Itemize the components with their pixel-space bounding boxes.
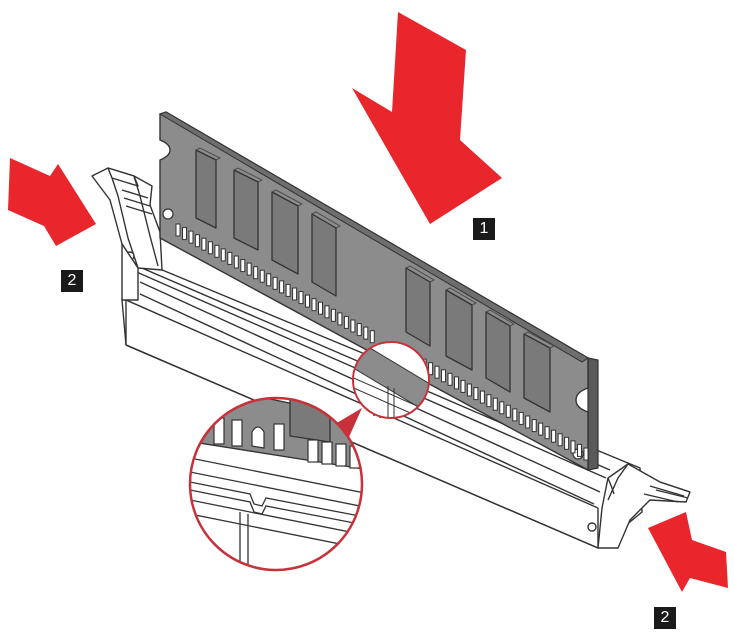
contact-finger	[577, 443, 582, 457]
contact-finger	[227, 251, 233, 265]
contact-finger	[363, 326, 369, 340]
contact-finger	[188, 230, 194, 244]
contact-finger	[505, 404, 511, 418]
contact-finger	[279, 280, 285, 294]
contact-finger	[292, 287, 298, 301]
contact-finger	[240, 259, 246, 273]
contact-finger	[201, 237, 207, 251]
contact-finger	[214, 244, 220, 258]
contact-finger	[311, 298, 317, 312]
contact-finger	[272, 276, 278, 290]
contact-finger	[194, 234, 200, 248]
step-1-badge: 1	[473, 218, 495, 240]
contact-finger	[233, 255, 239, 269]
contact-finger	[460, 379, 466, 393]
contact-finger	[512, 408, 518, 422]
contact-finger	[473, 387, 479, 401]
contact-finger	[518, 411, 524, 425]
step-2-badge-right: 2	[654, 607, 676, 629]
right-latch	[587, 463, 691, 549]
contact-finger	[466, 383, 472, 397]
contact-finger	[182, 227, 187, 241]
contact-finger	[434, 365, 440, 379]
right-arrow-icon	[8, 158, 96, 246]
contact-finger	[583, 447, 589, 461]
left-arrow-icon	[648, 512, 728, 592]
contact-finger	[356, 323, 362, 337]
contact-finger	[337, 312, 343, 326]
contact-finger	[525, 415, 531, 429]
contact-finger	[531, 419, 537, 433]
contact-finger	[285, 283, 291, 297]
contact-finger	[324, 305, 330, 319]
contact-finger	[538, 422, 544, 436]
contact-finger	[350, 319, 356, 333]
down-arrow-icon	[352, 12, 502, 224]
contact-finger	[447, 372, 453, 386]
contact-finger	[298, 291, 304, 305]
contact-finger	[441, 369, 446, 383]
contact-finger	[266, 273, 272, 287]
contact-finger	[305, 294, 310, 308]
contact-finger	[492, 397, 498, 411]
contact-finger	[564, 436, 570, 450]
contact-finger	[499, 401, 505, 415]
step-2-badge-left: 2	[61, 270, 83, 292]
contact-finger	[175, 223, 181, 237]
contact-finger	[557, 433, 563, 447]
notch-highlight	[352, 341, 430, 419]
contact-finger	[318, 301, 323, 315]
contact-finger	[207, 241, 213, 255]
dram-chips	[195, 149, 551, 413]
contact-finger	[369, 330, 375, 344]
contact-finger	[343, 315, 349, 329]
contact-finger	[330, 308, 336, 322]
contact-finger	[454, 376, 459, 390]
contact-finger	[486, 394, 492, 408]
contact-finger	[253, 266, 259, 280]
contact-finger	[544, 426, 550, 440]
contact-finger	[220, 248, 226, 262]
contact-finger	[246, 262, 252, 276]
contact-finger	[479, 390, 485, 404]
contact-finger	[259, 269, 265, 283]
contact-finger	[551, 429, 557, 443]
contact-finger	[570, 440, 576, 454]
contact-finger	[428, 362, 434, 376]
